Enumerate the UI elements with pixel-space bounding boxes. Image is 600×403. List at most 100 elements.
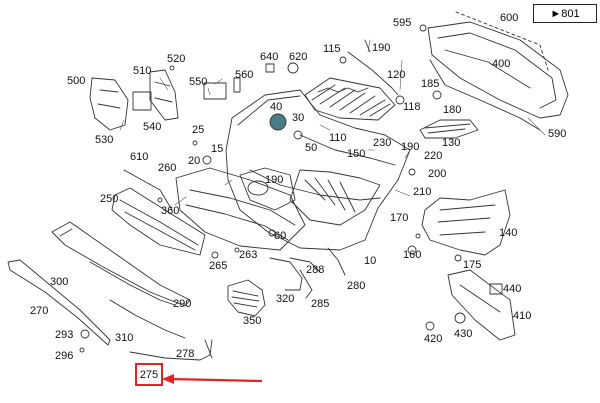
clip-640 bbox=[265, 63, 275, 73]
screw-296 bbox=[79, 347, 85, 353]
part-label-500[interactable]: 500 bbox=[67, 75, 86, 87]
leader-lines bbox=[119, 39, 546, 206]
part-label-288[interactable]: 288 bbox=[306, 264, 325, 276]
part-label-550[interactable]: 550 bbox=[189, 76, 208, 88]
part-label-610[interactable]: 610 bbox=[130, 151, 149, 163]
part-label-175[interactable]: 175 bbox=[463, 259, 482, 271]
strip-275 bbox=[129, 339, 213, 361]
part-label-230[interactable]: 230 bbox=[373, 137, 392, 149]
clip-170 bbox=[415, 233, 421, 239]
trim-310 bbox=[109, 299, 186, 339]
highlight-box-275[interactable]: 275 bbox=[135, 363, 163, 386]
part-label-410[interactable]: 410 bbox=[513, 310, 532, 322]
part-label-50[interactable]: 50 bbox=[305, 142, 318, 154]
part-label-115[interactable]: 115 bbox=[323, 43, 341, 55]
part-label-310[interactable]: 310 bbox=[115, 332, 134, 344]
part-label-118[interactable]: 118 bbox=[403, 101, 421, 113]
part-label-40[interactable]: 40 bbox=[270, 101, 283, 113]
part-label-590[interactable]: 590 bbox=[548, 128, 567, 140]
clip-160 bbox=[407, 245, 417, 255]
trim-290 bbox=[89, 261, 176, 306]
trim-285 bbox=[299, 269, 313, 299]
part-label-400[interactable]: 400 bbox=[492, 58, 511, 70]
part-label-220[interactable]: 220 bbox=[424, 150, 443, 162]
strip-610 bbox=[123, 169, 173, 211]
clip-175 bbox=[454, 254, 462, 262]
clip-440 bbox=[489, 283, 503, 295]
part-label-360[interactable]: 360 bbox=[161, 205, 180, 217]
part-label-120[interactable]: 120 bbox=[387, 69, 406, 81]
strip-190 bbox=[364, 39, 371, 53]
part-label-560[interactable]: 560 bbox=[235, 69, 254, 81]
part-label-420[interactable]: 420 bbox=[424, 333, 443, 345]
bolt-265 bbox=[211, 251, 219, 259]
bracket-278 bbox=[204, 339, 213, 359]
clip-20 bbox=[202, 155, 212, 165]
part-label-110[interactable]: 110 bbox=[329, 132, 347, 144]
part-label-265[interactable]: 265 bbox=[209, 260, 228, 272]
part-label-278[interactable]: 278 bbox=[176, 348, 195, 360]
part-label-25[interactable]: 25 bbox=[192, 124, 205, 136]
part-label-210[interactable]: 210 bbox=[413, 186, 432, 198]
trim-strip-120 bbox=[347, 51, 399, 96]
bracket-500 bbox=[89, 77, 129, 131]
part-label-260[interactable]: 260 bbox=[158, 162, 177, 174]
part-label-600[interactable]: 600 bbox=[500, 12, 519, 24]
cover-30 bbox=[293, 130, 303, 140]
clip-360 bbox=[157, 197, 163, 203]
part-label-320[interactable]: 320 bbox=[276, 293, 295, 305]
reference-box[interactable]: ► 801 bbox=[533, 4, 597, 23]
part-label-150[interactable]: 150 bbox=[347, 148, 366, 160]
clip-620 bbox=[287, 62, 299, 74]
side-bracket-140 bbox=[421, 189, 511, 256]
part-label-200[interactable]: 200 bbox=[428, 168, 447, 180]
bezel-350 bbox=[227, 279, 266, 317]
part-label-640[interactable]: 640 bbox=[260, 51, 279, 63]
part-label-20[interactable]: 20 bbox=[188, 155, 201, 167]
part-label-290[interactable]: 290 bbox=[173, 298, 192, 310]
part-label-15[interactable]: 15 bbox=[211, 143, 224, 155]
bracket-410 bbox=[447, 269, 516, 341]
part-label-190-low[interactable]: 190 bbox=[265, 174, 284, 186]
part-label-280[interactable]: 280 bbox=[347, 280, 366, 292]
part-label-510[interactable]: 510 bbox=[133, 65, 152, 77]
grille-110 bbox=[304, 77, 396, 121]
upper-grille-frame bbox=[427, 11, 569, 131]
part-label-275: 275 bbox=[139, 368, 159, 381]
part-label-60[interactable]: 60 bbox=[274, 230, 287, 242]
insert-250 bbox=[111, 187, 206, 256]
module-550 bbox=[203, 82, 227, 100]
part-label-540[interactable]: 540 bbox=[143, 121, 162, 133]
part-label-190-mid[interactable]: 190 bbox=[401, 141, 420, 153]
part-label-430[interactable]: 430 bbox=[454, 328, 473, 340]
part-label-300[interactable]: 300 bbox=[50, 276, 69, 288]
part-label-270[interactable]: 270 bbox=[30, 305, 49, 317]
part-label-10[interactable]: 10 bbox=[364, 255, 377, 267]
part-label-190-top[interactable]: 190 bbox=[372, 42, 391, 54]
part-label-263[interactable]: 263 bbox=[239, 249, 258, 261]
clip-293 bbox=[80, 329, 90, 339]
part-label-530[interactable]: 530 bbox=[95, 134, 114, 146]
bolt-263 bbox=[234, 247, 240, 253]
clip-210 bbox=[408, 168, 416, 176]
part-label-440[interactable]: 440 bbox=[503, 283, 522, 295]
part-label-520[interactable]: 520 bbox=[167, 53, 186, 65]
part-label-130[interactable]: 130 bbox=[442, 137, 461, 149]
part-label-185[interactable]: 185 bbox=[421, 78, 440, 90]
lower-grille-260 bbox=[175, 167, 306, 251]
arrow-right-icon: ► bbox=[550, 7, 562, 20]
part-label-160[interactable]: 160 bbox=[403, 249, 422, 261]
part-label-350[interactable]: 350 bbox=[243, 315, 262, 327]
part-label-296[interactable]: 296 bbox=[55, 350, 74, 362]
part-label-250[interactable]: 250 bbox=[100, 193, 119, 205]
part-label-595[interactable]: 595 bbox=[393, 17, 412, 29]
part-label-140[interactable]: 140 bbox=[499, 227, 518, 239]
part-label-620[interactable]: 620 bbox=[289, 51, 308, 63]
part-label-180[interactable]: 180 bbox=[443, 104, 462, 116]
part-label-293[interactable]: 293 bbox=[55, 329, 74, 341]
part-label-170[interactable]: 170 bbox=[390, 212, 409, 224]
part-label-285[interactable]: 285 bbox=[311, 298, 330, 310]
part-label-30[interactable]: 30 bbox=[292, 112, 305, 124]
